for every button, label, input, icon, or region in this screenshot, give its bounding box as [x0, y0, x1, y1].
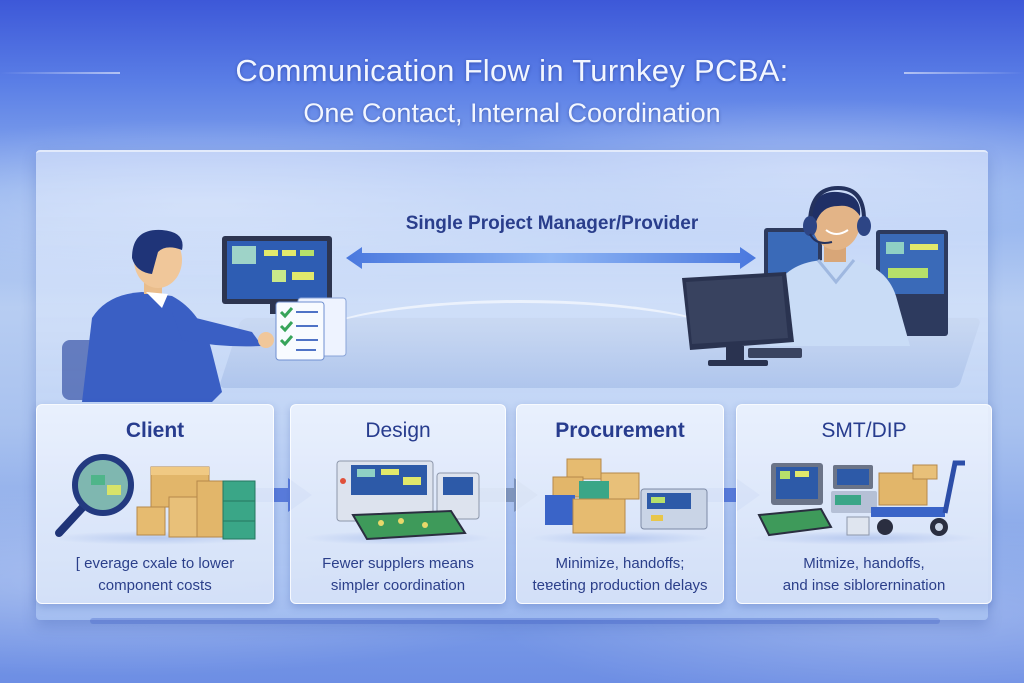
desc-line-2: component costs — [98, 577, 212, 594]
boxes-machine-icon — [545, 458, 708, 534]
stage-card-smt-dip: SMT/DIP Mitmize, handoffs, and inse sibl… — [736, 404, 992, 604]
title-rule-left — [0, 72, 120, 74]
card-floor — [749, 531, 979, 545]
pcb-machine-icon — [336, 460, 480, 541]
title-rule-right — [904, 72, 1024, 74]
provider-monitor-icon — [682, 272, 802, 366]
stage-title: Procurement — [555, 419, 685, 442]
desc-line-2: simpler coordination — [330, 577, 466, 594]
desc-line-2: and inse siblorernination — [782, 577, 946, 594]
stage-description: Mitmize, handoffs, and inse siblorernina… — [743, 553, 985, 597]
title-line-1: Communication Flow in Turnkey PCBA: — [235, 53, 789, 88]
stage-description: Fewer supplers means simpler coordinatio… — [297, 553, 499, 597]
stage-title: SMT/DIP — [821, 419, 907, 442]
client-person-illustration — [62, 229, 274, 402]
stage-card-client: Client [ everage cxale to lower componen… — [36, 404, 274, 604]
stage-description: [ everage cxale to lower component costs — [43, 553, 267, 597]
bidirectional-arrow-icon — [346, 247, 756, 269]
desc-line-1: Fewer supplers means — [322, 555, 474, 572]
stage-card-procurement: Procurement Minimize, handoffs; teɐeting… — [516, 404, 724, 604]
desc-line-1: Minimize, handoffs; — [555, 555, 685, 572]
desc-line-2: teɐeting production delays — [532, 577, 708, 594]
magnifier-boxes-icon — [55, 454, 256, 540]
assembly-cart-icon — [757, 460, 965, 537]
title-line-2: One Contact, Internal Coordination — [303, 98, 721, 128]
client-monitor-icon — [222, 236, 332, 314]
connection-label: Single Project Manager/Provider — [405, 213, 699, 234]
stage-title: Design — [365, 419, 431, 442]
panel-bottom-bar — [90, 618, 940, 624]
desc-line-1: Mitmize, handoffs, — [803, 555, 925, 572]
desc-line-1: [ everage cxale to lower — [75, 555, 235, 572]
connection-arc — [300, 300, 740, 390]
stage-card-design: Design Fewer supplers means simpler coor… — [290, 404, 506, 604]
stage-title: Client — [125, 419, 185, 442]
provider-person-illustration — [770, 186, 910, 346]
checklist-icon — [275, 297, 347, 361]
card-floor — [529, 531, 711, 545]
page-title: Communication Flow in Turnkey PCBA: One … — [0, 52, 1024, 130]
stage-description: Minimize, handoffs; teɐeting production … — [523, 553, 717, 597]
